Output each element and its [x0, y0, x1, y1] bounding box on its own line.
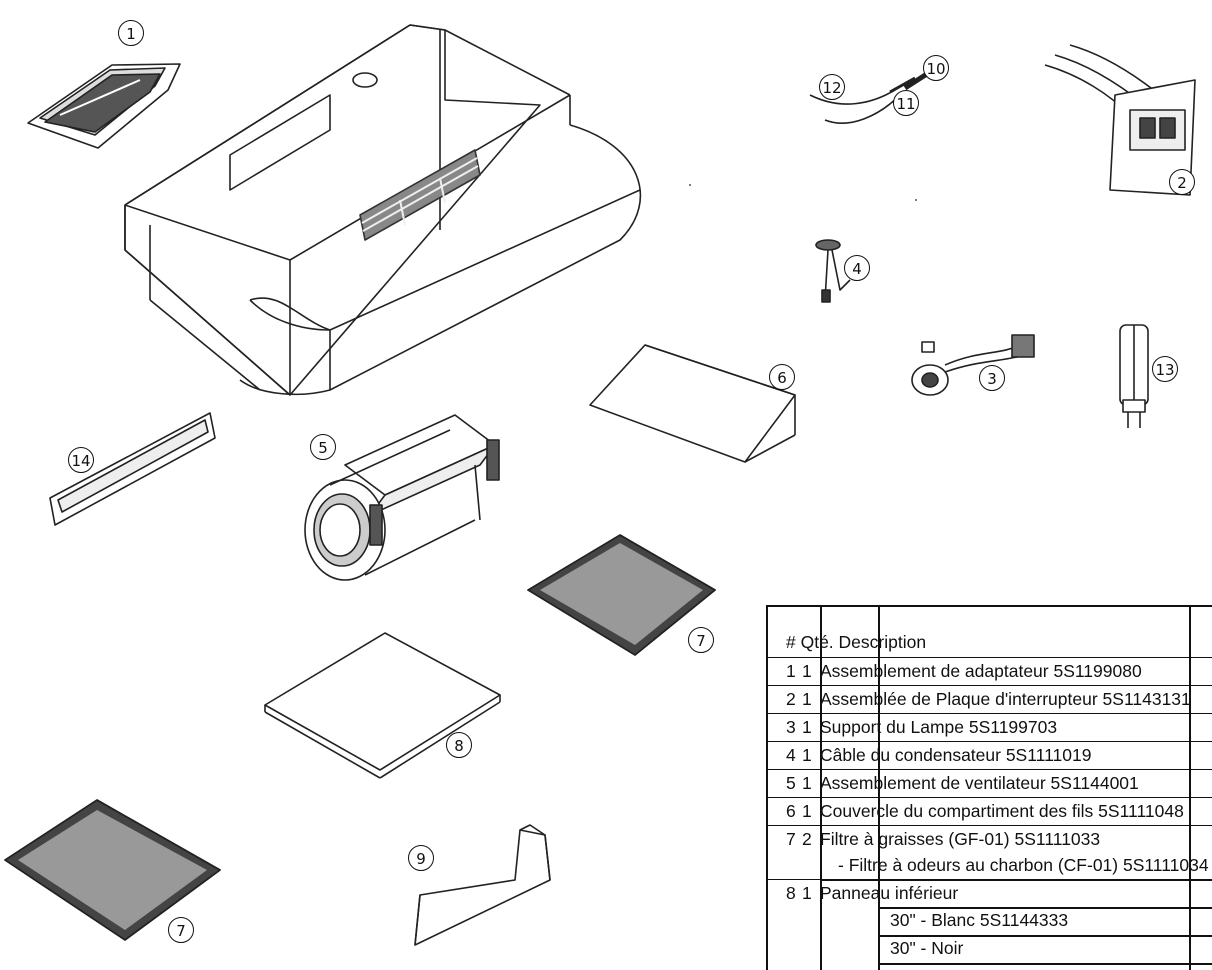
part-lamp-socket	[911, 334, 1035, 396]
part-grease-filter-bottom	[4, 799, 221, 941]
callout-3: 3	[979, 365, 1005, 391]
callout-12: 12	[819, 74, 845, 100]
table-row: - Filtre à odeurs au charbon (CF-01) 5S1…	[838, 855, 1209, 875]
part-fan-assembly	[304, 414, 500, 581]
callout-6: 6	[769, 364, 795, 390]
part-switch-plate	[1044, 44, 1196, 196]
table-row: 30" - Noir	[890, 938, 964, 958]
callout-10: 10	[923, 55, 949, 81]
part-wire-cover	[589, 344, 796, 463]
callout-1: 1	[118, 20, 144, 46]
callout-2: 2	[1169, 169, 1195, 195]
part-adaptor	[27, 63, 181, 149]
table-row: 1 1 Assemblement de adaptateur 5S1199080	[768, 657, 1212, 685]
callout-4: 4	[844, 255, 870, 281]
table-row: 2 1 Assemblée de Plaque d'interrupteur 5…	[768, 685, 1212, 713]
part-light-lens	[414, 824, 551, 946]
callout-14: 14	[68, 447, 94, 473]
part-bottom-panel	[264, 632, 501, 779]
table-row: 6 1 Couvercle du compartiment des fils 5…	[768, 797, 1212, 825]
table-header: # Qté. Description	[786, 632, 927, 652]
callout-5: 5	[310, 434, 336, 460]
callout-11: 11	[893, 90, 919, 116]
table-row: 30" - Blanc 5S1144333	[890, 910, 1069, 930]
callout-7-bottom: 7	[168, 917, 194, 943]
table-row: 3 1 Support du Lampe 5S1199703	[768, 713, 1212, 741]
table-row: 8 1 Panneau inférieur	[768, 879, 1212, 907]
part-label-strip	[49, 412, 216, 526]
callout-13: 13	[1152, 356, 1178, 382]
callout-7-top: 7	[688, 627, 714, 653]
callout-8: 8	[446, 732, 472, 758]
part-capacitor-cable	[815, 239, 851, 303]
part-hood-body	[124, 24, 642, 396]
part-bulb	[1119, 324, 1149, 428]
callout-9: 9	[408, 845, 434, 871]
parts-table: # Qté. Description 1 1 Assemblement de a…	[766, 605, 1212, 970]
table-row: 7 2 Filtre à graisses (GF-01) 5S1111033	[768, 825, 1212, 853]
table-row: 4 1 Câble du condensateur 5S1111019	[768, 741, 1212, 769]
table-row: 5 1 Assemblement de ventilateur 5S114400…	[768, 769, 1212, 797]
part-grease-filter-top	[527, 534, 716, 656]
